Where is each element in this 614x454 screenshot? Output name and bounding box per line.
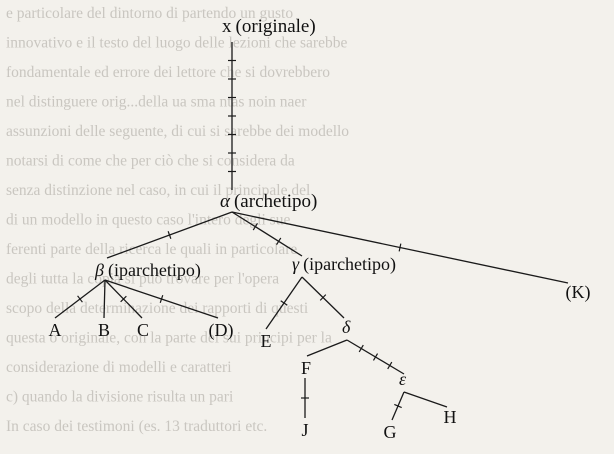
edge-tick (372, 353, 379, 361)
background-text-line: fondamentale ed errore dei lettore che s… (6, 64, 330, 81)
node-gamma-symbol: γ (292, 254, 300, 274)
edge-tick (280, 300, 288, 306)
node-gamma: γ(iparchetipo) (292, 254, 396, 275)
node-J-symbol: J (301, 420, 308, 440)
node-epsilon: ε (399, 369, 407, 389)
background-text-line: e particolare del dintorno di partendo u… (6, 5, 293, 22)
background-text-line: scopo della determinazione dei rapporti … (6, 300, 309, 317)
background-text-line: senza distinzione nel caso, in cui il pr… (6, 182, 310, 199)
edge-alpha-gamma (231, 211, 303, 257)
background-text-line: degli tutta la copia si può trovare per … (6, 271, 279, 288)
node-D: (D) (209, 320, 234, 341)
edge-beta-B (103, 279, 106, 319)
node-x-qualifier: (originale) (236, 16, 316, 37)
node-K: (K) (566, 282, 591, 303)
node-alpha-qualifier: (archetipo) (234, 191, 317, 212)
edge-tick (387, 361, 393, 370)
node-E-symbol: E (261, 331, 272, 351)
node-C: C (137, 320, 149, 340)
background-text-line: nel distinguere orig...della ua sma ntas… (6, 94, 307, 111)
node-H-symbol: H (444, 407, 457, 427)
node-layer: x(originale)α(archetipo)β(iparchetipo)γ(… (49, 16, 591, 442)
edge-tick (167, 231, 172, 239)
background-text-layer: e particolare del dintorno di partendo u… (6, 5, 349, 435)
node-alpha: α(archetipo) (220, 191, 317, 212)
background-text-line: di un modello in questo caso l'intero de… (6, 212, 290, 229)
node-gamma-qualifier: (iparchetipo) (303, 254, 396, 275)
node-alpha-symbol: α (220, 191, 231, 212)
background-text-line: innovativo e il testo del luogo delle le… (6, 35, 347, 52)
node-H: H (444, 407, 457, 427)
background-text-line: assunzioni delle seguente, di cui si sar… (6, 123, 349, 140)
node-B-symbol: B (98, 320, 110, 340)
node-epsilon-symbol: ε (399, 369, 407, 389)
background-text-line: notarsi di come che per ciò che si consi… (6, 153, 295, 170)
background-text-line: c) quando la divisione risulta un pari (6, 389, 234, 406)
edge-tick (319, 294, 327, 301)
edge-tick (252, 222, 258, 231)
edge-delta-F (306, 339, 348, 357)
node-delta: δ (342, 317, 351, 337)
node-F: F (301, 358, 311, 378)
node-x-symbol: x (222, 16, 232, 37)
node-A-symbol: A (49, 320, 62, 340)
edge-layer (54, 42, 569, 421)
node-x: x(originale) (222, 16, 316, 37)
node-E: E (261, 331, 272, 351)
edge-tick (394, 403, 402, 409)
background-text-line: ferenti parte della ricerca le quali in … (6, 241, 297, 258)
background-text-line: considerazione di modelli e caratteri (6, 359, 232, 376)
edge-tick (77, 295, 83, 303)
node-A: A (49, 320, 62, 340)
node-F-symbol: F (301, 358, 311, 378)
background-text-line: questa o originale, con la parte dei sui… (6, 330, 332, 347)
node-J: J (301, 420, 308, 440)
edge-tick (358, 344, 364, 353)
node-delta-symbol: δ (342, 317, 351, 337)
edge-epsilon-H (403, 391, 448, 408)
node-beta-qualifier: (iparchetipo) (108, 260, 201, 281)
node-G: G (384, 422, 397, 442)
node-B: B (98, 320, 110, 340)
background-text-line: In caso dei testimoni (es. 13 traduttori… (6, 418, 267, 435)
node-beta: β(iparchetipo) (94, 260, 201, 281)
edge-tick (159, 295, 164, 303)
edge-tick (120, 295, 127, 303)
node-G-symbol: G (384, 422, 397, 442)
edge-tick (398, 243, 402, 252)
node-C-symbol: C (137, 320, 149, 340)
edge-tick (276, 237, 282, 246)
node-D-symbol: (D) (209, 320, 234, 341)
node-beta-symbol: β (94, 260, 104, 280)
node-K-symbol: (K) (566, 282, 591, 303)
